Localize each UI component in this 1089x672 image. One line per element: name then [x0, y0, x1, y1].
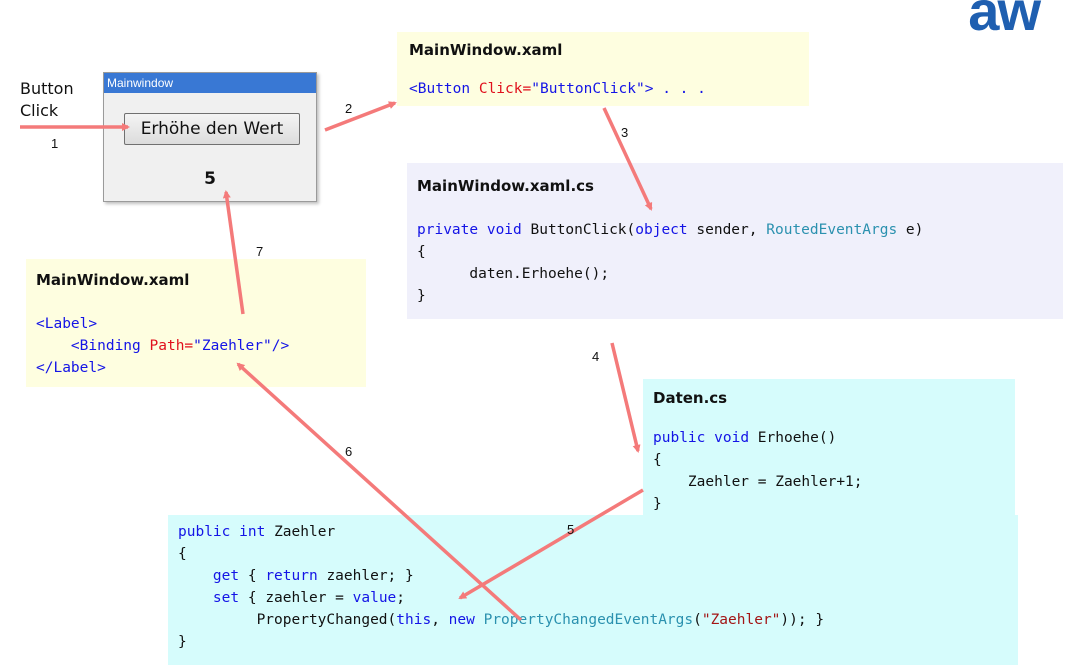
arrow-5 — [458, 488, 644, 600]
comma: , — [431, 612, 449, 628]
increment-statement: Zaehler = Zaehler+1; — [687, 474, 863, 490]
method-call: daten.Erhoehe(); — [469, 266, 610, 282]
button-click-label-line1: Button — [20, 79, 74, 98]
kw-this: this — [396, 612, 432, 628]
arrow-2 — [324, 101, 397, 132]
kw-void: void — [714, 430, 750, 446]
step-5: 5 — [567, 522, 575, 537]
path-value: "Zaehler" — [193, 338, 272, 354]
call-end: )); } — [780, 612, 825, 628]
step-4: 4 — [592, 349, 600, 364]
open-brace: { — [653, 452, 662, 468]
daten-cs-title: Daten.cs — [653, 389, 728, 407]
step-6: 6 — [345, 444, 353, 459]
button-click-label: Button Click — [20, 78, 74, 122]
property-changed-call: PropertyChanged( — [256, 612, 397, 628]
property-code: public int Zaehler { get { return zaehle… — [178, 521, 824, 653]
close-brace: } — [417, 288, 426, 304]
path-attr: Path= — [149, 338, 194, 354]
xaml-label-code: <Label> <Binding Path="Zaehler"/> </Labe… — [36, 313, 289, 379]
close-brace: } — [653, 496, 662, 512]
step-2: 2 — [345, 101, 353, 116]
window-title: Mainwindow — [104, 73, 316, 93]
type-routedeventargs: RoutedEventArgs — [766, 222, 898, 238]
increase-value-button[interactable]: Erhöhe den Wert — [124, 113, 300, 145]
main-window-preview: Mainwindow Erhöhe den Wert 5 — [103, 72, 317, 202]
type-propertychangedeventargs: PropertyChangedEventArgs — [483, 612, 694, 628]
xaml-cs-box: MainWindow.xaml.cs private void ButtonCl… — [407, 163, 1063, 319]
xaml-button-box: MainWindow.xaml <Button Click="ButtonCli… — [397, 32, 809, 106]
button-click-label-line2: Click — [20, 101, 59, 120]
daten-cs-box: Daten.cs public void Erhoehe() { Zaehler… — [643, 379, 1015, 521]
kw-new: new — [448, 612, 475, 628]
setter-end: ; — [396, 590, 406, 606]
step-3: 3 — [621, 125, 629, 140]
binding-end: /> — [271, 338, 290, 354]
xaml-button-code: <Button Click="ButtonClick"> . . . — [409, 78, 706, 100]
step-1: 1 — [51, 136, 59, 151]
step-7: 7 — [256, 244, 264, 259]
close-brace: } — [178, 634, 187, 650]
param-e: e) — [897, 222, 924, 238]
xaml-button-title: MainWindow.xaml — [409, 41, 563, 59]
getter-open: { — [247, 568, 266, 584]
string-zaehler: "Zaehler" — [701, 612, 781, 628]
arrow-3 — [602, 107, 653, 211]
kw-set: set — [212, 590, 240, 606]
code-tail: > . . . — [644, 81, 706, 97]
arrow-6 — [236, 362, 523, 622]
kw-private: private — [417, 222, 479, 238]
kw-return: return — [265, 568, 318, 584]
open-brace: { — [178, 546, 187, 562]
counter-value: 5 — [204, 169, 216, 189]
xaml-label-title: MainWindow.xaml — [36, 271, 190, 289]
paren: ( — [693, 612, 702, 628]
xaml-label-box: MainWindow.xaml <Label> <Binding Path="Z… — [26, 259, 366, 387]
arrow-7 — [222, 190, 245, 315]
label-open-tag: <Label> — [36, 316, 98, 332]
code-attr: Click= — [478, 81, 532, 97]
code-value: "ButtonClick" — [531, 81, 645, 97]
xaml-cs-title: MainWindow.xaml.cs — [417, 177, 594, 195]
getter-body: zaehler; } — [317, 568, 414, 584]
kw-value: value — [352, 590, 397, 606]
kw-void: void — [486, 222, 522, 238]
kw-public: public — [653, 430, 706, 446]
method-erhoehe: Erhoehe() — [757, 430, 837, 446]
xaml-cs-code: private void ButtonClick(object sender, … — [417, 219, 923, 307]
open-brace: { — [417, 244, 426, 260]
arrow-4 — [610, 342, 641, 453]
property-box: public int Zaehler { get { return zaehle… — [168, 515, 1018, 665]
param-sender: sender, — [696, 222, 767, 238]
property-name: Zaehler — [274, 524, 336, 540]
kw-public: public — [178, 524, 231, 540]
setter-body: { zaehler = — [247, 590, 353, 606]
logo: aw — [968, 0, 1041, 42]
code-tag: <Button — [409, 81, 471, 97]
daten-cs-code: public void Erhoehe() { Zaehler = Zaehle… — [653, 427, 863, 515]
kw-get: get — [212, 568, 240, 584]
kw-object: object — [635, 222, 688, 238]
label-close-tag: </Label> — [36, 360, 106, 376]
method-name: ButtonClick( — [530, 222, 636, 238]
binding-tag: <Binding — [70, 338, 141, 354]
kw-int: int — [239, 524, 266, 540]
